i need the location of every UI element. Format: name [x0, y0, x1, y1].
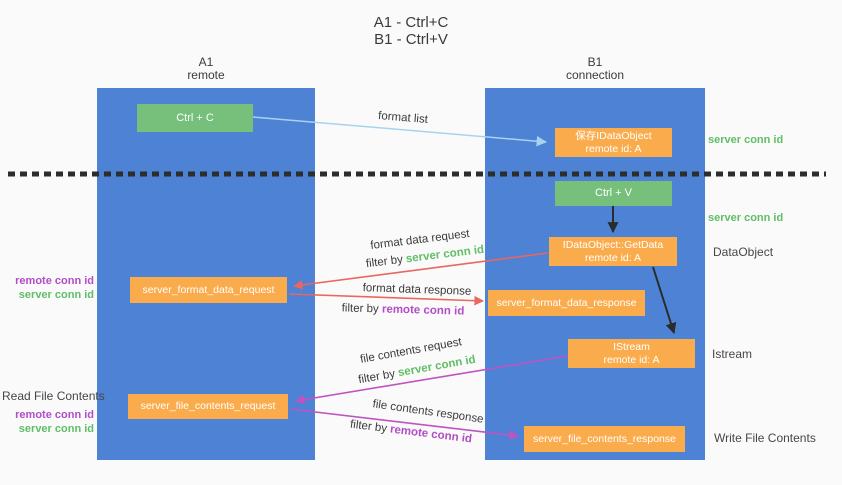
filter-by-text: filter by — [349, 418, 391, 436]
server-file-contents-request-node: server_file_contents_request — [128, 394, 288, 419]
server-file-contents-request-label: server_file_contents_request — [140, 400, 276, 412]
ctrl-v-node: Ctrl + V — [555, 181, 672, 206]
title-line-1: A1 - Ctrl+C — [373, 14, 449, 31]
format-data-response-label: format data response — [362, 282, 472, 298]
dataobject-annotation: DataObject — [713, 245, 774, 259]
format-list-label: format list — [377, 110, 429, 126]
left-server-conn-id-1: server conn id — [18, 289, 94, 301]
title-line-2: B1 - Ctrl+V — [374, 31, 448, 48]
ctrl-v-label: Ctrl + V — [595, 187, 632, 199]
file-contents-response-label: file contents response — [371, 398, 485, 426]
server-conn-id-key: server conn id — [397, 353, 477, 380]
istream-annotation: Istream — [712, 347, 753, 361]
left-remote-conn-id-1: remote conn id — [15, 275, 94, 287]
server-file-contents-response-label: server_file_contents_response — [532, 432, 676, 445]
filter-by-text: filter by — [365, 253, 407, 271]
filter-by-text: filter by — [341, 302, 383, 316]
lane-a1-name: A1 — [198, 55, 214, 69]
save-dataobject-line2: remote id: A — [585, 142, 642, 155]
lane-b1-role: connection — [565, 68, 625, 82]
lane-header-b1: B1 connection — [485, 56, 705, 82]
getdata-line1: IDataObject::GetData — [562, 238, 664, 251]
right-server-conn-id-2: server conn id — [708, 212, 784, 224]
istream-node: IStream remote id: A — [568, 339, 695, 368]
save-dataobject-line1: 保存IDataObject — [575, 129, 652, 142]
server-conn-id-key: server conn id — [405, 243, 485, 266]
lane-header-a1: A1 remote — [97, 56, 315, 82]
remote-conn-id-key: remote conn id — [381, 303, 465, 318]
server-format-data-response-node: server_format_data_response — [488, 290, 645, 316]
file-contents-response-filter-label: filter by remote conn id — [349, 419, 472, 446]
server-format-data-request-node: server_format_data_request — [130, 277, 287, 303]
save-dataobject-node: 保存IDataObject remote id: A — [555, 128, 672, 157]
right-server-conn-id-1: server conn id — [708, 134, 784, 146]
server-format-data-response-label: server_format_data_response — [496, 296, 637, 309]
server-file-contents-response-node: server_file_contents_response — [524, 426, 685, 452]
istream-line1: IStream — [613, 340, 650, 353]
ctrl-c-label: Ctrl + C — [176, 111, 214, 124]
left-remote-conn-id-2: remote conn id — [15, 409, 94, 421]
read-file-contents-annotation: Read File Contents — [2, 389, 105, 403]
left-server-conn-id-2: server conn id — [18, 423, 94, 435]
istream-line2: remote id: A — [603, 353, 660, 366]
lane-a1-role: remote — [187, 68, 225, 82]
remote-conn-id-key: remote conn id — [389, 423, 473, 446]
diagram-title: A1 - Ctrl+C B1 - Ctrl+V — [280, 14, 542, 48]
write-file-contents-annotation: Write File Contents — [714, 431, 816, 445]
getdata-node: IDataObject::GetData remote id: A — [549, 237, 677, 266]
lane-b1-name: B1 — [587, 55, 603, 69]
ctrl-c-node: Ctrl + C — [137, 104, 253, 132]
getdata-line2: remote id: A — [584, 251, 642, 264]
server-format-data-request-label: server_format_data_request — [142, 283, 275, 296]
format-data-response-filter-label: filter by remote conn id — [342, 302, 465, 317]
left-conn-pair-2: remote conn id server conn id — [10, 408, 94, 436]
left-conn-pair-1: remote conn id server conn id — [10, 274, 94, 302]
filter-by-text: filter by — [357, 367, 400, 387]
